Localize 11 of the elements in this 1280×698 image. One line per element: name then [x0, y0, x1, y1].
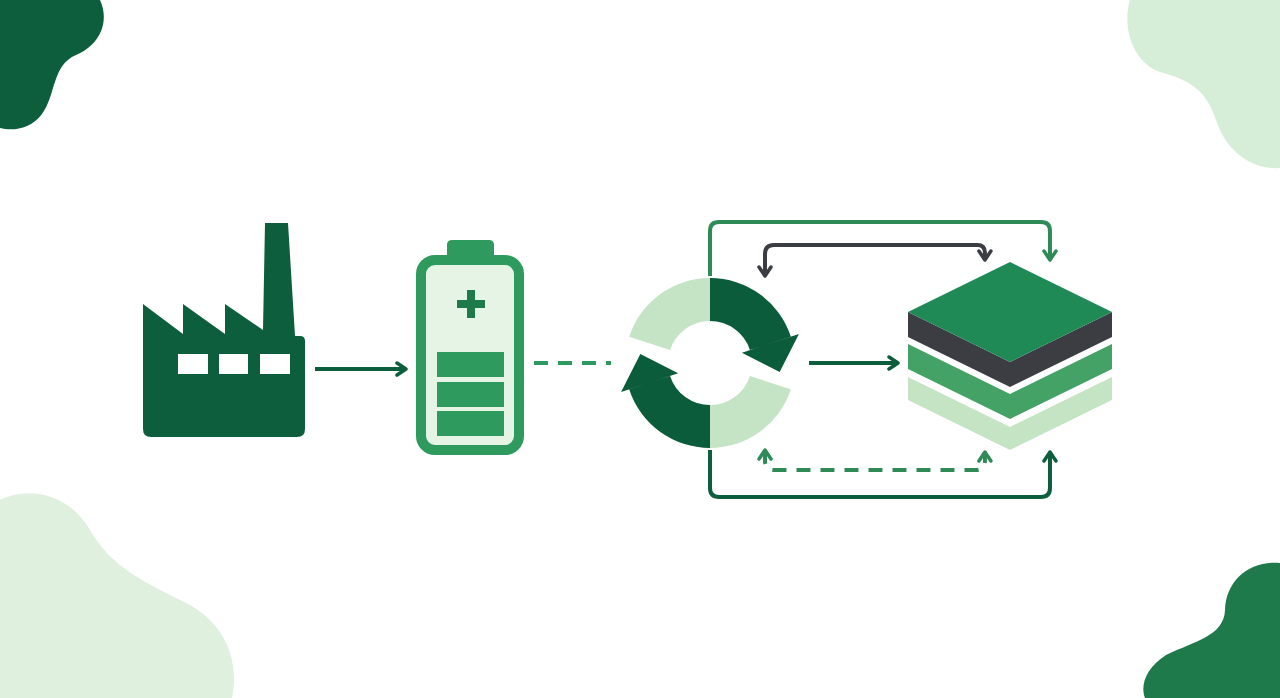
layer-stack-icon — [908, 262, 1112, 450]
recycling-arrows-icon — [621, 278, 799, 448]
arrow — [708, 450, 1058, 499]
double-headed-arrow — [757, 243, 993, 278]
dashed-connector-line — [534, 361, 611, 365]
arrow — [315, 361, 408, 377]
arrow — [809, 355, 900, 371]
factory-icon — [143, 222, 305, 437]
arrow — [708, 220, 1058, 276]
battery-icon — [416, 240, 524, 455]
dashed-double-headed-arrow — [757, 448, 993, 472]
